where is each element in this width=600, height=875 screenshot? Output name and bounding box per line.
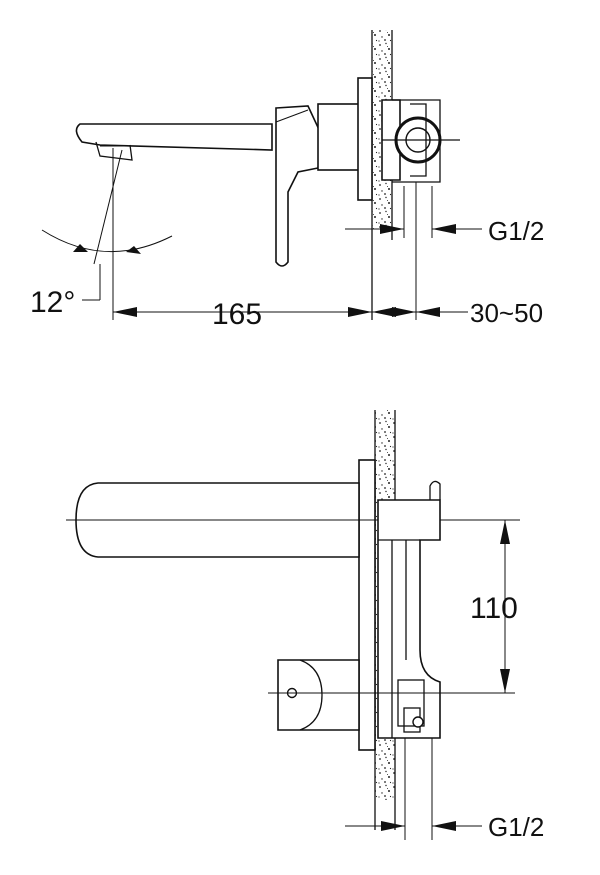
side-spout bbox=[75, 123, 273, 151]
height-label: 110 bbox=[470, 592, 518, 625]
front-mixer-body bbox=[277, 659, 360, 731]
side-view: 12° 165 30~50 G1/2 bbox=[30, 30, 544, 331]
length-label: 165 bbox=[212, 298, 262, 331]
front-view: 110 G1/2 bbox=[66, 410, 544, 842]
side-lever-handle bbox=[275, 105, 323, 267]
front-thread-label: G1/2 bbox=[488, 812, 544, 842]
side-wall-plate bbox=[357, 77, 373, 201]
front-inwall-box bbox=[377, 499, 441, 739]
front-cover-plate bbox=[358, 459, 376, 751]
depth-label: 30~50 bbox=[470, 298, 543, 328]
angle-label: 12° bbox=[30, 286, 75, 319]
side-mixer-body bbox=[317, 103, 361, 171]
side-thread-label: G1/2 bbox=[488, 216, 544, 246]
